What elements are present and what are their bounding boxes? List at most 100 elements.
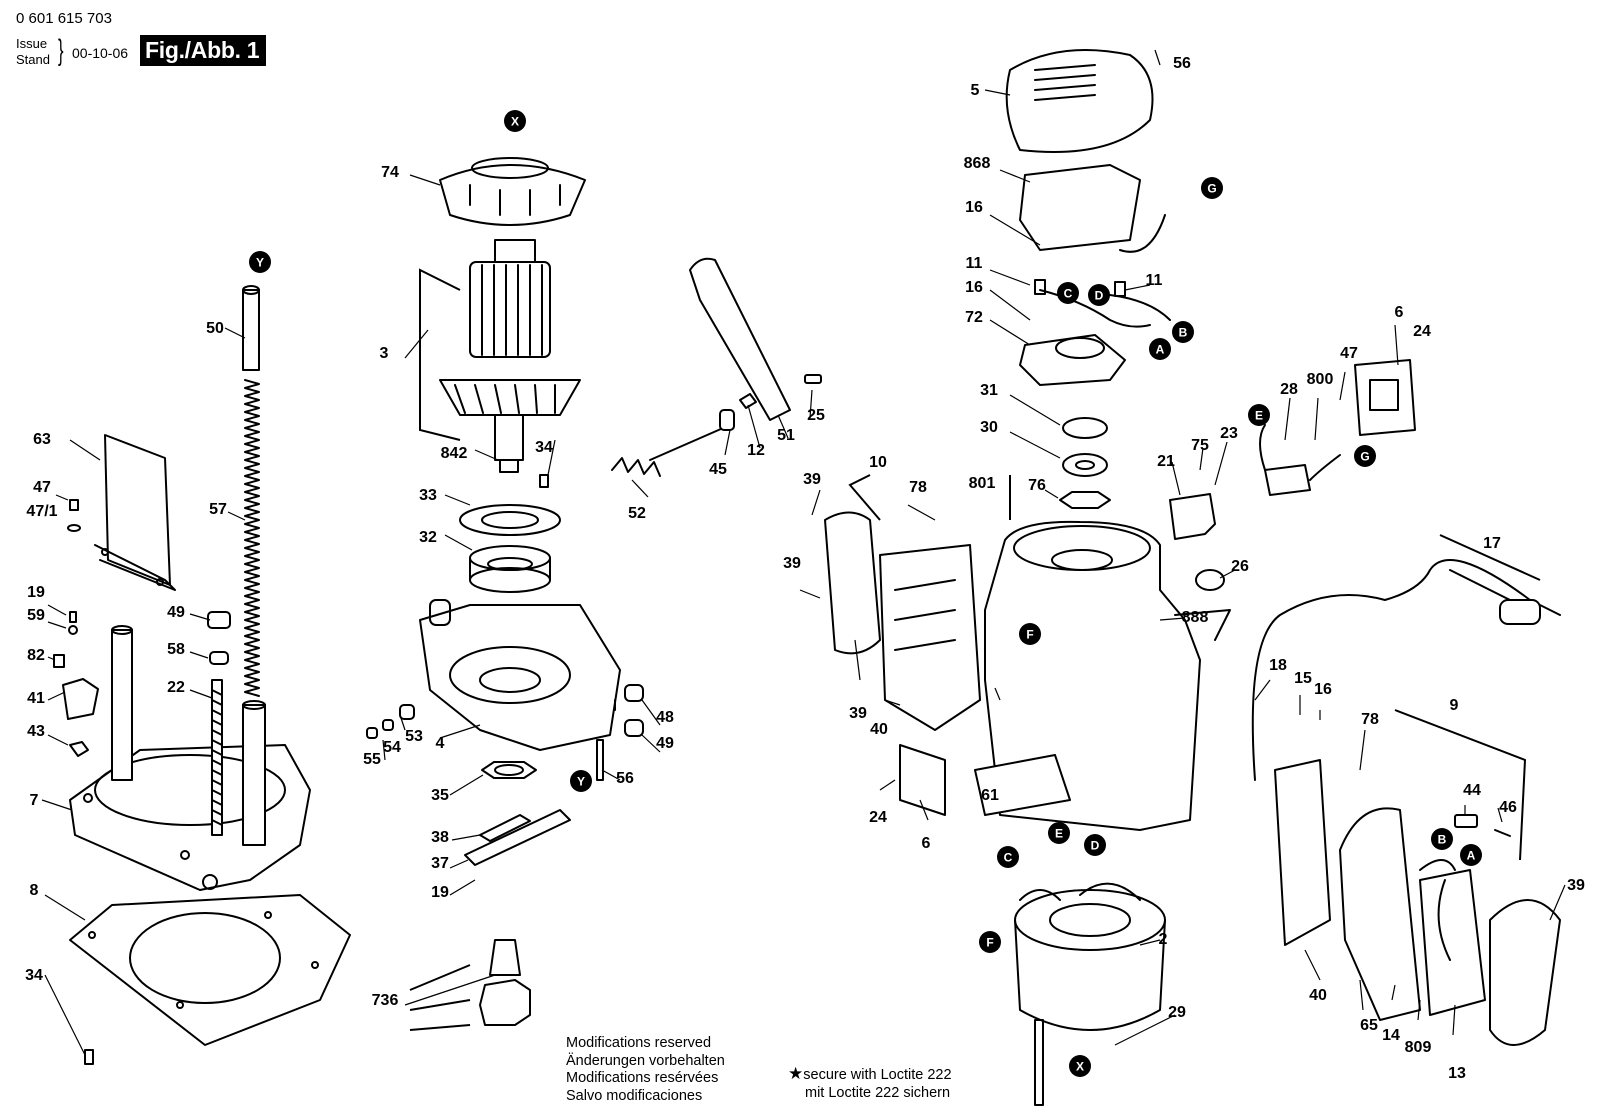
svg-text:F: F xyxy=(1026,628,1033,642)
part-label: 82 xyxy=(27,647,45,664)
note-line-de: Änderungen vorbehalten xyxy=(566,1052,725,1069)
handle-half-9 xyxy=(1274,759,1421,1021)
part-label: 40 xyxy=(1309,987,1327,1004)
part-label: 888 xyxy=(1182,609,1209,626)
part-label: 49 xyxy=(656,735,674,752)
svg-text:E: E xyxy=(1255,409,1263,423)
part-label: 34 xyxy=(25,967,43,984)
document-number: 0 601 615 703 xyxy=(16,10,112,27)
side-covers-10 xyxy=(824,511,981,731)
part-label: 34 xyxy=(535,439,553,456)
connector-marker: Y xyxy=(570,770,592,792)
part-label: 35 xyxy=(431,787,449,804)
part-label: 47/1 xyxy=(26,503,57,520)
plate-6-lower xyxy=(899,744,946,816)
guide-column xyxy=(111,625,266,846)
loctite-note-de: mit Loctite 222 sichern xyxy=(805,1084,951,1101)
nut-35 xyxy=(481,761,537,779)
issue-date: 00-10-06 xyxy=(72,45,129,61)
part-label: 19 xyxy=(27,584,45,601)
connector-marker: G xyxy=(1201,177,1223,199)
connector-marker: A xyxy=(1149,338,1171,360)
base-7 xyxy=(69,744,311,891)
cable-bridge-wiring xyxy=(1019,214,1171,386)
part-label: 56 xyxy=(616,770,634,787)
modifications-notes: Modifications reserved Änderungen vorbeh… xyxy=(566,1035,725,1105)
connector-marker: D xyxy=(1088,284,1110,306)
part-label: 48 xyxy=(656,709,674,726)
part-label: 9 xyxy=(1450,697,1459,714)
connector-marker: F xyxy=(979,931,1001,953)
part-label: 41 xyxy=(27,690,45,707)
svg-text:Y: Y xyxy=(256,256,264,270)
note-line-es: Salvo modificaciones xyxy=(566,1087,703,1104)
part-label: 54 xyxy=(383,739,401,756)
collet-736 xyxy=(479,939,531,1026)
figure-label: Fig./Abb. 1 xyxy=(140,35,267,66)
part-label: 4 xyxy=(436,735,445,752)
part-label: 39 xyxy=(783,555,801,572)
connector-marker: A xyxy=(1460,844,1482,866)
connector-marker: X xyxy=(1069,1055,1091,1077)
part-label: 2 xyxy=(1159,931,1168,948)
part-label: 16 xyxy=(1314,681,1332,698)
part-label: 47 xyxy=(1340,345,1358,362)
part-label: 74 xyxy=(381,164,399,181)
part-label: 58 xyxy=(167,641,185,658)
svg-text:X: X xyxy=(511,115,519,129)
brace-glyph: } xyxy=(58,34,64,67)
part-label: 11 xyxy=(1146,272,1163,289)
part-label: 7 xyxy=(30,792,39,809)
part-label: 43 xyxy=(27,723,45,740)
part-label: 18 xyxy=(1269,657,1287,674)
svg-text:C: C xyxy=(1004,851,1013,865)
star-icon: ★ xyxy=(788,1064,804,1083)
brush-holder-parts xyxy=(1169,359,1416,591)
svg-text:C: C xyxy=(1064,287,1073,301)
part-label: 49 xyxy=(167,604,185,621)
part-label: 800 xyxy=(1307,371,1334,388)
issue-stand-labels: Issue Stand xyxy=(16,36,50,68)
svg-text:A: A xyxy=(1467,849,1476,863)
svg-text:X: X xyxy=(1076,1060,1084,1074)
note-line-fr: Modifications resérvées xyxy=(566,1070,719,1086)
part-label: 51 xyxy=(777,427,795,444)
part-label: 3 xyxy=(380,345,389,362)
svg-text:B: B xyxy=(1179,326,1188,340)
stand-label: Stand xyxy=(16,52,50,67)
part-label: 11 xyxy=(966,255,983,272)
part-label: 13 xyxy=(1448,1065,1466,1082)
part-label: 46 xyxy=(1499,799,1517,816)
connector-marker: E xyxy=(1248,404,1270,426)
part-label: 38 xyxy=(431,829,449,846)
connector-marker: G xyxy=(1354,445,1376,467)
loctite-note-en: secure with Loctite 222 xyxy=(803,1067,952,1083)
svg-text:A: A xyxy=(1156,343,1165,357)
svg-text:D: D xyxy=(1091,839,1100,853)
part-label: 31 xyxy=(980,382,998,399)
connector-marker: F xyxy=(1019,623,1041,645)
part-label: 53 xyxy=(405,728,423,745)
fan-cover-74 xyxy=(439,157,586,226)
part-label: 22 xyxy=(167,679,185,696)
part-label: 50 xyxy=(206,320,224,337)
base-plate-8 xyxy=(69,894,351,1046)
connector-marker: D xyxy=(1084,834,1106,856)
part-label: 24 xyxy=(869,809,887,826)
handle-cap-right xyxy=(1489,899,1561,1046)
field-2 xyxy=(1014,882,1166,1106)
spring-57 xyxy=(244,379,260,697)
svg-text:D: D xyxy=(1095,289,1104,303)
part-label: 842 xyxy=(441,445,468,462)
part-label: 24 xyxy=(1413,323,1431,340)
part-label: 17 xyxy=(1483,535,1501,552)
part-label: 12 xyxy=(747,442,765,459)
svg-text:Y: Y xyxy=(577,775,585,789)
part-label: 25 xyxy=(807,407,825,424)
part-label: 32 xyxy=(419,529,437,546)
knobs-49-58 xyxy=(207,611,231,665)
part-label: 14 xyxy=(1382,1027,1400,1044)
switch-13 xyxy=(1419,859,1486,1016)
